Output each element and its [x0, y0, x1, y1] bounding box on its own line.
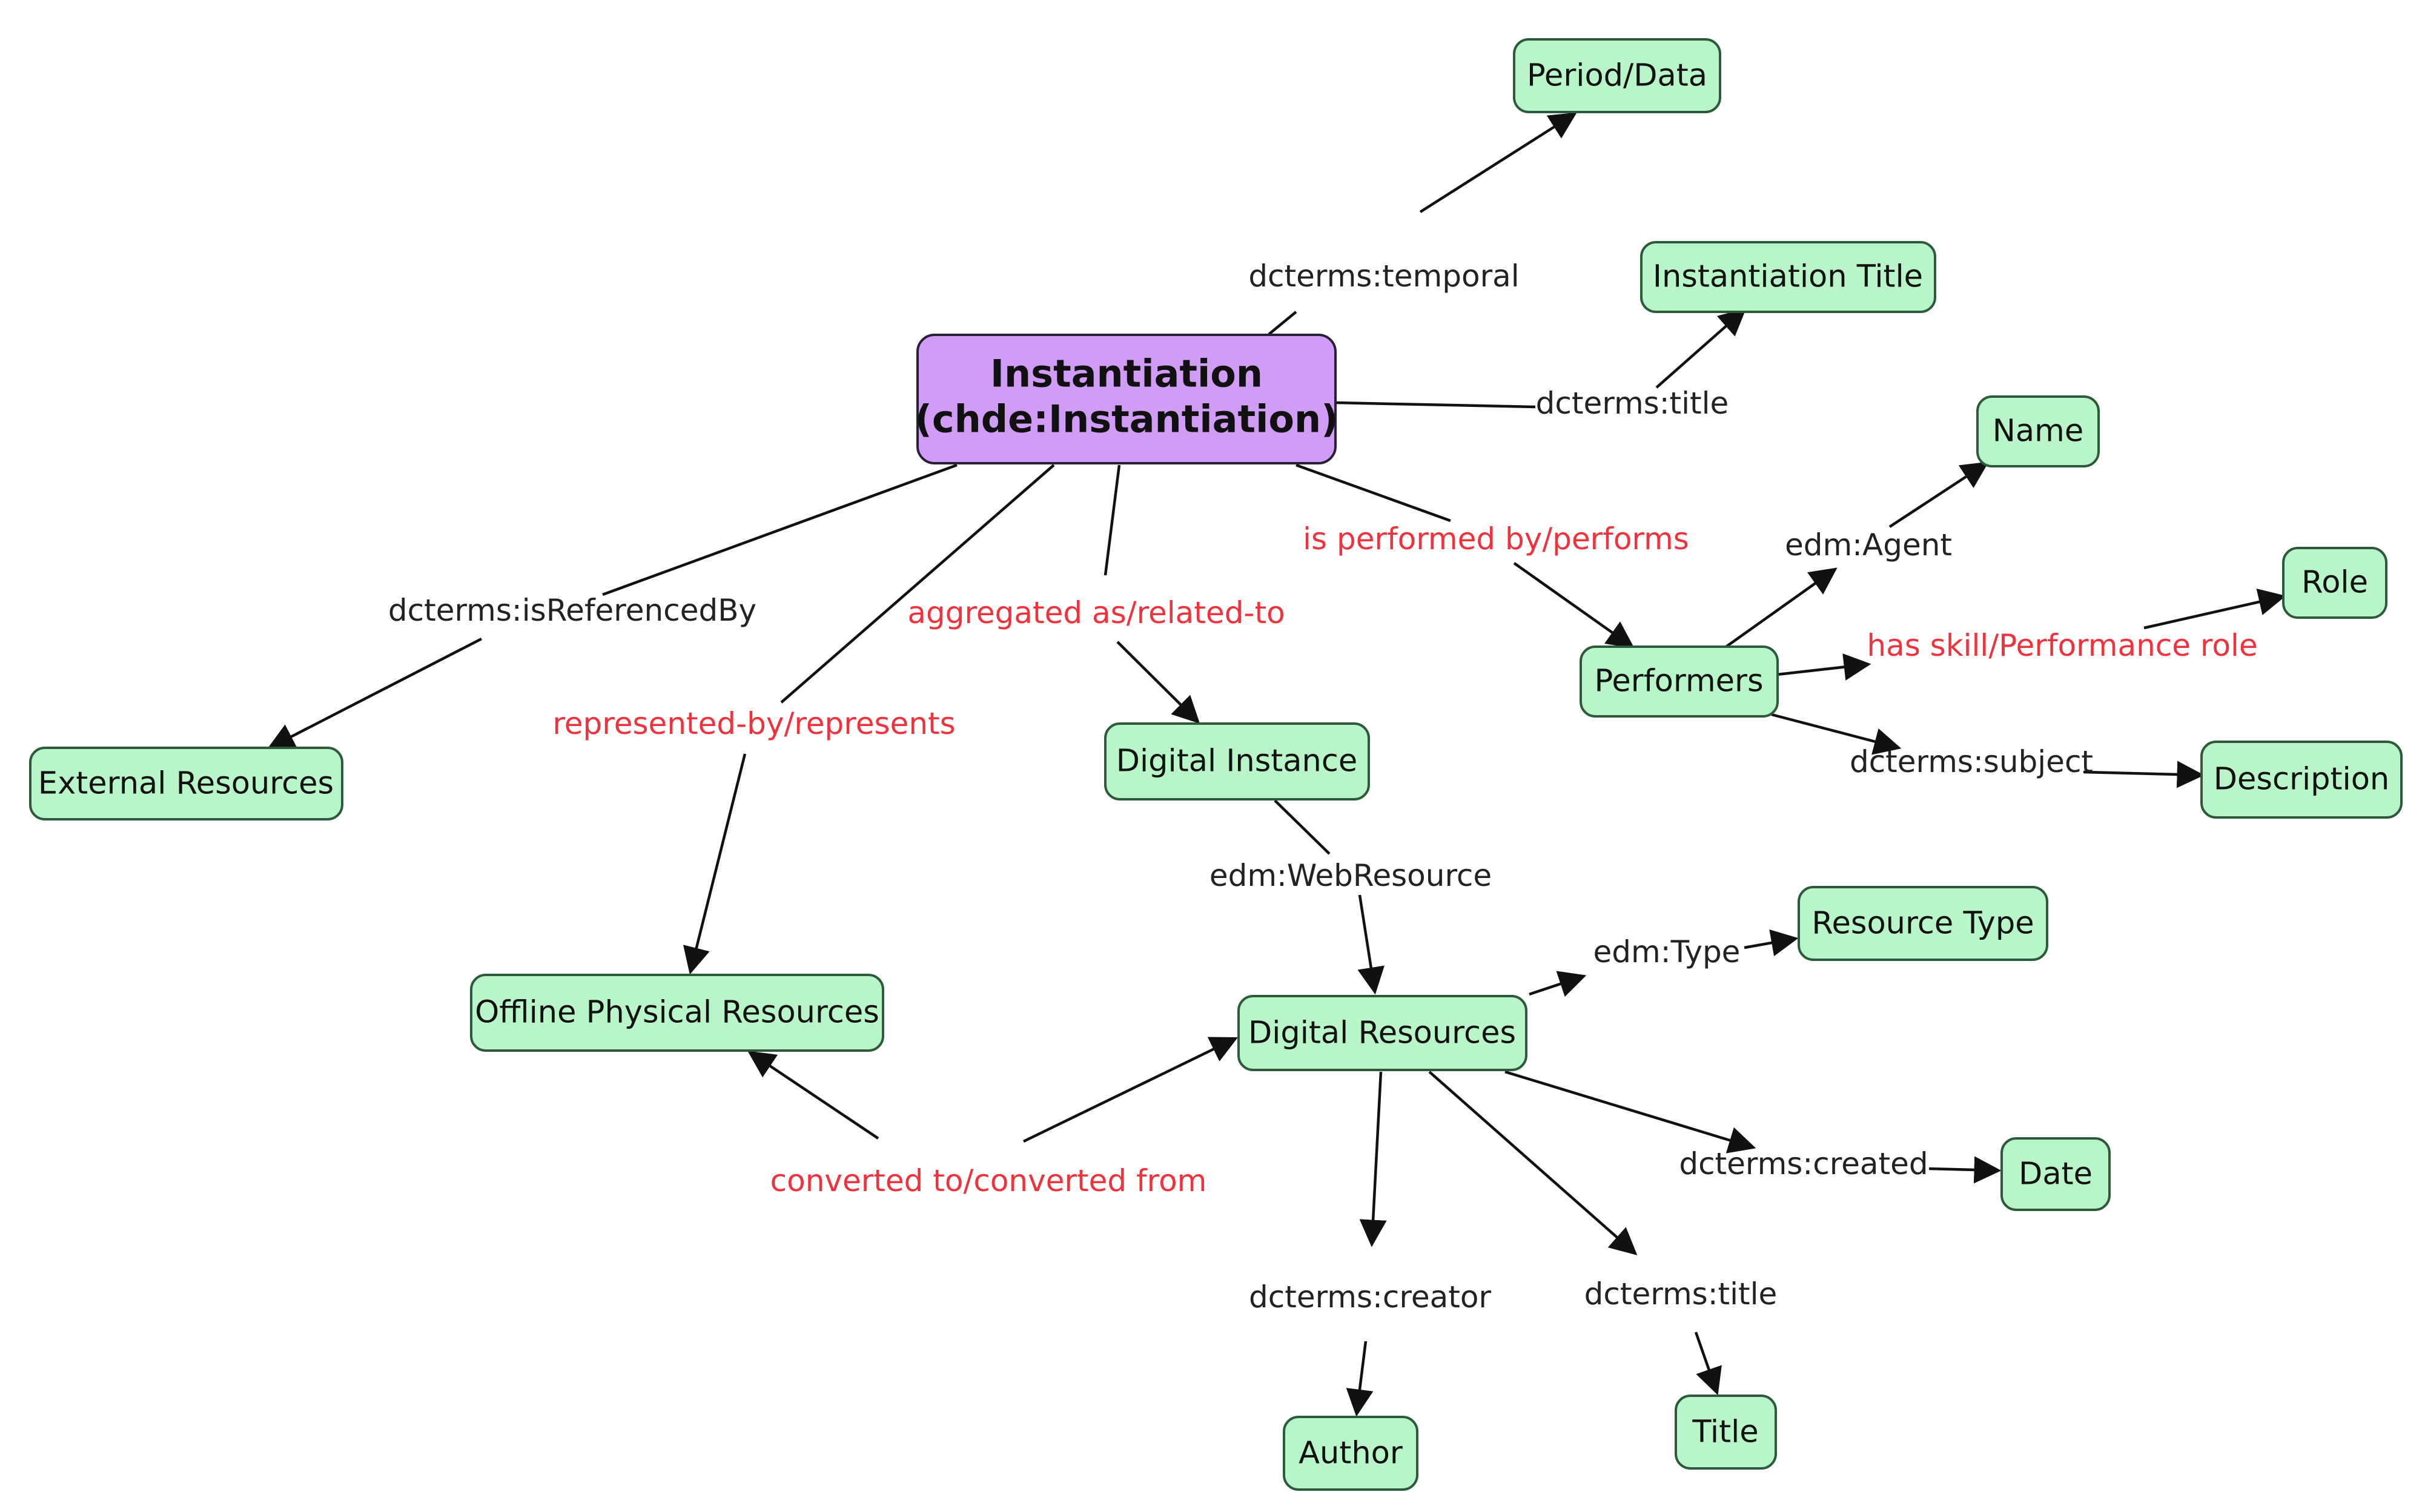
- edge-line: [1295, 463, 1451, 523]
- node-performers-label: Performers: [1594, 664, 1763, 699]
- node-title-label: Title: [1692, 1415, 1758, 1450]
- node-instantiation-title-label: Instantiation Title: [1653, 259, 1923, 295]
- edge-line: [1725, 567, 1838, 648]
- edge-arrow: [747, 1051, 879, 1140]
- relation-label-creator: dcterms:creator: [1249, 1279, 1491, 1315]
- relation-label-performed-by: is performed by/performs: [1303, 521, 1689, 556]
- node-role: Role: [2282, 547, 2387, 619]
- node-role-label: Role: [2301, 565, 2368, 601]
- edge-labels: dcterms:temporal dcterms:title is perfor…: [388, 259, 2258, 1315]
- edge-arrow: [1655, 308, 1747, 389]
- edge-arrow: [1419, 112, 1577, 213]
- edge-arrow: [1513, 562, 1635, 649]
- edge-line: [1268, 311, 1297, 335]
- edge-line: [1103, 464, 1121, 576]
- node-offline-physical-resources-label: Offline Physical Resources: [475, 995, 879, 1031]
- node-instantiation: Instantiation (chde:Instantiation): [915, 334, 1338, 464]
- relation-label-title-bottom: dcterms:title: [1584, 1276, 1778, 1312]
- edge-arrow: [2143, 588, 2286, 630]
- relation-label-represented-by: represented-by/represents: [552, 706, 955, 741]
- edge-line: [1771, 653, 1871, 681]
- edge-line: [1529, 971, 1587, 997]
- edge-line: [1771, 713, 1902, 755]
- node-digital-instance: Digital Instance: [1104, 722, 1370, 801]
- node-date: Date: [2000, 1137, 2111, 1211]
- node-name-label: Name: [1993, 414, 2083, 449]
- edge-line: [1274, 799, 1331, 855]
- node-performers: Performers: [1580, 645, 1779, 718]
- relation-label-web-resource: edm:WebResource: [1209, 858, 1492, 893]
- relation-label-created: dcterms:created: [1679, 1146, 1928, 1181]
- relation-label-skill: has skill/Performance role: [1867, 628, 2257, 663]
- node-digital-instance-label: Digital Instance: [1116, 744, 1358, 779]
- edge-arrow: [683, 753, 747, 975]
- nodes: Instantiation (chde:Instantiation) Perio…: [29, 38, 2403, 1491]
- node-instantiation-title: Instantiation Title: [1640, 241, 1936, 313]
- edge-arrow: [1357, 894, 1385, 995]
- node-instantiation-label-2: (chde:Instantiation): [915, 397, 1338, 441]
- node-resource-type: Resource Type: [1798, 886, 2048, 961]
- edge-line: [1504, 1070, 1756, 1154]
- node-period-data: Period/Data: [1513, 38, 1721, 113]
- edge-arrow: [1116, 641, 1200, 724]
- relation-label-converted: converted to/converted from: [770, 1163, 1207, 1198]
- node-description-label: Description: [2214, 762, 2389, 797]
- relation-label-aggregated: aggregated as/related-to: [907, 595, 1285, 630]
- edge-arrow: [1888, 461, 1989, 528]
- relation-label-subject: dcterms:subject: [1850, 744, 2093, 779]
- edge-line: [1335, 401, 1536, 409]
- edge-arrow: [2083, 761, 2205, 788]
- node-digital-resources: Digital Resources: [1237, 995, 1527, 1071]
- relation-label-title-top: dcterms:title: [1536, 386, 1729, 421]
- edge-arrow: [1744, 929, 1799, 957]
- node-external-resources-label: External Resources: [38, 766, 334, 802]
- relation-label-type: edm:Type: [1593, 934, 1741, 969]
- edge-arrow: [1346, 1341, 1374, 1417]
- edge-arrow: [266, 637, 483, 750]
- node-author-label: Author: [1299, 1436, 1403, 1471]
- node-author: Author: [1283, 1416, 1418, 1491]
- node-date-label: Date: [2019, 1157, 2093, 1192]
- edge-line: [602, 463, 958, 596]
- node-offline-physical-resources: Offline Physical Resources: [470, 974, 884, 1052]
- node-digital-resources-label: Digital Resources: [1248, 1015, 1516, 1051]
- node-description: Description: [2200, 741, 2403, 819]
- node-resource-type-label: Resource Type: [1812, 906, 2034, 942]
- node-title: Title: [1675, 1395, 1777, 1470]
- edge-arrow: [1359, 1071, 1387, 1247]
- edge-line: [780, 464, 1055, 704]
- edge-arrow: [1023, 1037, 1239, 1143]
- relation-label-agent: edm:Agent: [1785, 527, 1952, 563]
- edge-arrow: [1694, 1332, 1722, 1396]
- edge-arrow: [1928, 1156, 2002, 1184]
- relation-label-temporal: dcterms:temporal: [1248, 259, 1519, 294]
- node-external-resources: External Resources: [29, 747, 343, 820]
- node-period-data-label: Period/Data: [1527, 58, 1707, 94]
- node-name: Name: [1976, 395, 2100, 467]
- relation-label-referenced-by: dcterms:isReferencedBy: [388, 593, 756, 628]
- node-instantiation-label-1: Instantiation: [990, 352, 1263, 396]
- edge-arrow: [1428, 1071, 1638, 1255]
- edges: [266, 112, 2286, 1417]
